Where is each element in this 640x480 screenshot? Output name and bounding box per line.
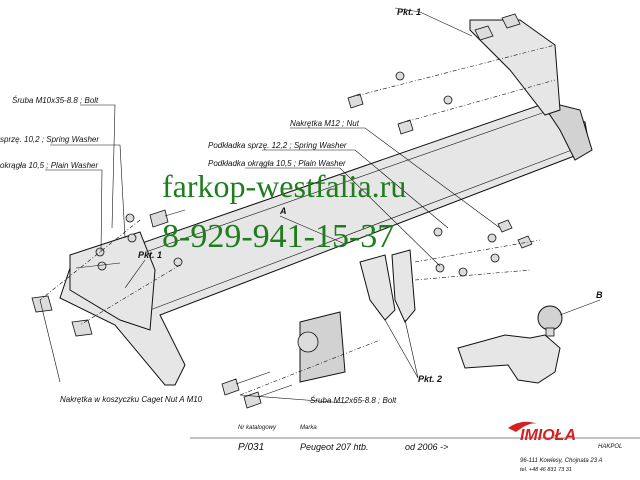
washer-2 — [443, 95, 453, 105]
cage-nut-top-1 — [501, 13, 521, 29]
bolt-m10-upper — [149, 209, 169, 228]
footer-catalog-no: P/031 — [238, 442, 264, 453]
right-mounting-bracket — [469, 19, 561, 116]
label-cage-nut: Nakrętka w koszyczku Caget Nut A M10 — [60, 395, 203, 404]
washer-4 — [127, 233, 137, 243]
bolt-m12-lower-2 — [243, 391, 262, 409]
washer-12 — [490, 253, 500, 263]
label-plain-washer-12: Podkładka okrągła 10,5 ; Plain Washer — [208, 159, 346, 168]
cage-nut-left-1 — [31, 295, 53, 313]
washer-10 — [487, 233, 497, 243]
washer-1 — [395, 71, 405, 81]
label-pkt1-left: Pkt. 1 — [138, 250, 162, 260]
socket-icon — [297, 331, 319, 353]
bolt-top-2 — [397, 119, 414, 135]
company-name: IMIOŁA — [520, 427, 576, 444]
nut-2 — [517, 235, 533, 249]
label-pkt1-top: Pkt. 1 — [397, 7, 421, 17]
watermark-site: farkop-westfalia.ru — [162, 168, 406, 204]
label-bolt-m10: Śruba M10x35-8.8 ; Bolt — [12, 96, 99, 105]
label-marker-b: B — [596, 290, 603, 300]
drop-plate-right — [391, 249, 416, 323]
watermark-phone: 8-929-941-15-37 — [162, 218, 394, 255]
label-pkt2: Pkt. 2 — [418, 374, 442, 384]
washer-6 — [97, 261, 107, 271]
washer-9 — [435, 263, 445, 273]
crossbar-end-bracket-right — [538, 99, 593, 161]
drop-plate-left — [359, 254, 396, 321]
nut-1 — [497, 219, 513, 233]
company-phone: tel. +48 46 831 73 31 — [520, 467, 572, 473]
tow-ball — [537, 305, 563, 331]
bolt-m12-lower-1 — [221, 378, 240, 396]
footer-catalog-label: Nr katalogowy — [238, 425, 277, 431]
electrical-socket-plate — [299, 311, 346, 383]
company-address: 96-111 Kowiesy, Chojnata 23 A — [520, 458, 603, 464]
bolt-top-1 — [347, 93, 364, 109]
label-marker-a: A — [279, 206, 287, 216]
tow-ball-arm — [457, 334, 561, 384]
cage-nut-left-2 — [71, 319, 93, 337]
left-mounting-bracket — [69, 231, 156, 331]
washer-8 — [433, 227, 443, 237]
footer-model: Peugeot 207 htb. — [300, 442, 369, 452]
label-plain-washer-10: okrągła 10,5 ; Plain Washer — [0, 161, 98, 170]
washer-11 — [458, 267, 468, 277]
label-bolt-m12: Śruba M12x65-8.8 ; Bolt — [310, 396, 397, 405]
washer-3 — [125, 213, 135, 223]
label-spring-washer-10: sprzę. 10,2 ; Spring Washer — [0, 135, 99, 144]
footer-brand-label: Marka — [300, 425, 317, 431]
label-spring-washer-12: Podkładka sprzę. 12,2 ; Spring Washer — [208, 141, 347, 150]
washer-7 — [173, 257, 183, 267]
footer-from: od 2006 -> — [405, 442, 448, 452]
cage-nut-top-2 — [474, 25, 494, 41]
company-logo-swoosh — [508, 421, 538, 432]
company-sub: HAKPOL — [598, 444, 622, 450]
label-nut-m12: Nakrętka M12 ; Nut — [290, 119, 360, 128]
